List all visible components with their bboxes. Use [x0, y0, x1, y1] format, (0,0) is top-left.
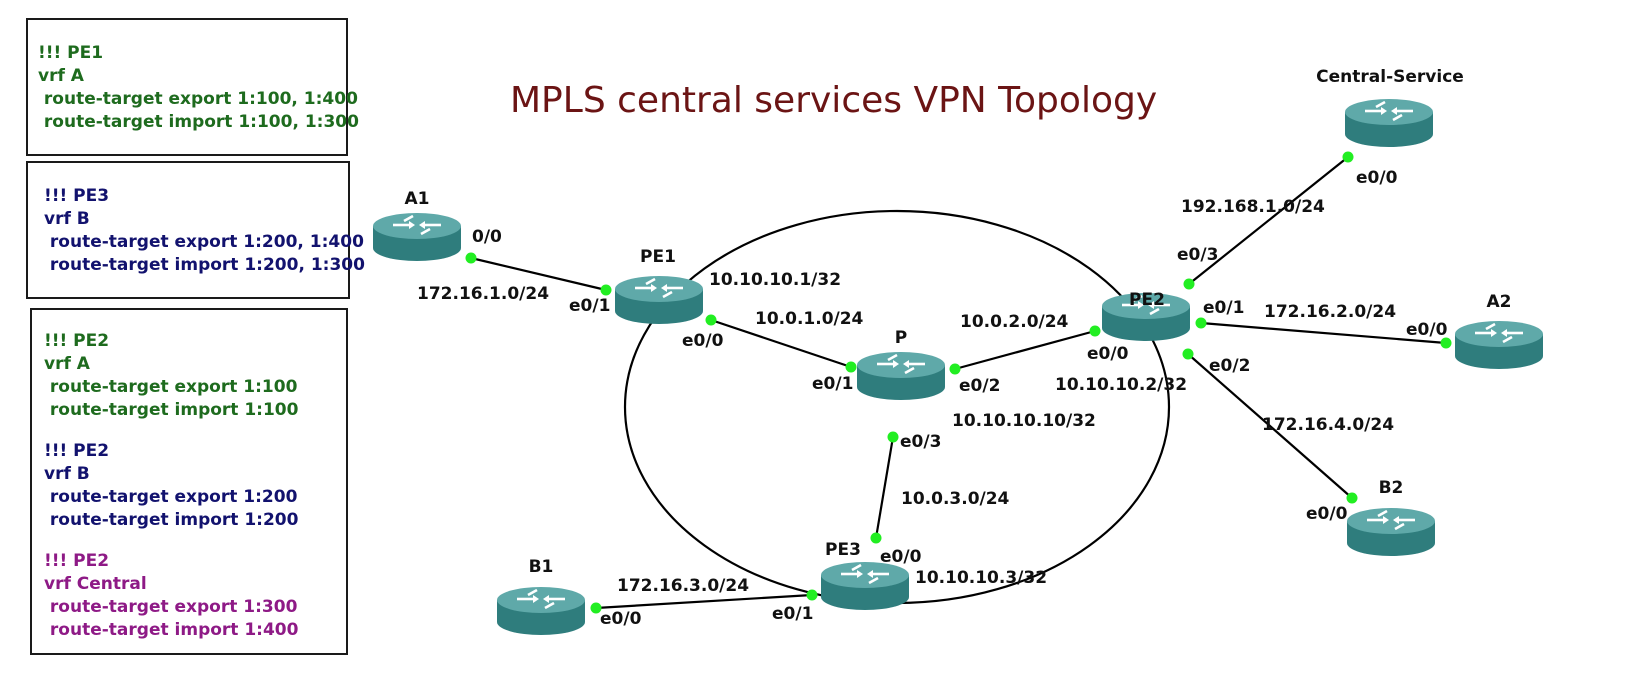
router-p-icon[interactable] [855, 350, 947, 402]
router-pe3-icon[interactable] [819, 560, 911, 612]
label-a2-e00: e0/0 [1406, 320, 1448, 340]
core-ring [623, 209, 1171, 605]
router-b1-icon[interactable] [495, 585, 587, 637]
label-net-b1-pe3: 172.16.3.0/24 [617, 576, 749, 596]
config-line: vrf Central [44, 574, 147, 594]
config-section-vrf-a: !!! PE2 vrf A route-target export 1:100 … [44, 330, 346, 422]
config-line: vrf A [44, 354, 90, 374]
port-dot [949, 363, 961, 375]
router-name-a1: A1 [405, 189, 430, 209]
label-net-pe1-p: 10.0.1.0/24 [755, 309, 864, 329]
config-line: route-target import 1:100, 1:300 [38, 112, 359, 132]
port-dot [1089, 325, 1101, 337]
router-a2-icon[interactable] [1453, 319, 1545, 371]
label-pe2-loopback: 10.10.10.2/32 [1055, 375, 1187, 395]
label-b2-e00: e0/0 [1306, 504, 1348, 524]
config-box-pe1: !!! PE1 vrf A route-target export 1:100,… [26, 18, 359, 156]
config-line: route-target import 1:400 [44, 620, 299, 640]
router-name-b2: B2 [1379, 478, 1404, 498]
router-a1-icon[interactable] [371, 211, 463, 263]
label-pe3-loopback: 10.10.10.3/32 [915, 568, 1047, 588]
config-line: route-target export 1:100 [44, 377, 298, 397]
port-dot [1440, 337, 1452, 349]
config-line: vrf B [44, 464, 90, 484]
label-pe3-e00: e0/0 [880, 547, 922, 567]
port-dot [1346, 492, 1358, 504]
config-line: !!! PE2 [44, 331, 110, 351]
router-name-a2: A2 [1487, 292, 1512, 312]
config-line: route-target export 1:100, 1:400 [38, 89, 358, 109]
router-name-pe2: PE2 [1129, 290, 1165, 310]
label-net-a1-pe1: 172.16.1.0/24 [417, 284, 549, 304]
config-line: !!! PE2 [44, 441, 110, 461]
router-central-service-icon[interactable] [1343, 97, 1435, 149]
config-line: !!! PE2 [44, 551, 110, 571]
router-pe1-icon[interactable] [613, 274, 705, 326]
config-line: !!! PE3 [44, 186, 110, 206]
port-dot [590, 602, 602, 614]
port-dot [806, 589, 818, 601]
config-line: route-target import 1:100 [44, 400, 299, 420]
link-pe2-b2 [1187, 353, 1353, 499]
router-name-central-service: Central-Service [1316, 67, 1464, 87]
config-line: !!! PE1 [38, 43, 104, 63]
config-line: route-target export 1:200 [44, 487, 298, 507]
label-net-pe2-central: 192.168.1.0/24 [1181, 197, 1325, 217]
router-b2-icon[interactable] [1345, 506, 1437, 558]
link-p-pe2 [954, 329, 1096, 371]
config-box-pe2: !!! PE2 vrf A route-target export 1:100 … [30, 308, 348, 655]
label-pe1-loopback: 10.10.10.1/32 [709, 270, 841, 290]
label-a1-if: 0/0 [472, 227, 502, 247]
link-pe2-a2 [1200, 321, 1447, 345]
label-p-loopback: 10.10.10.10/32 [952, 411, 1096, 431]
port-dot [1182, 348, 1194, 360]
port-dot [705, 314, 717, 326]
label-p-e01: e0/1 [812, 374, 853, 394]
config-line: vrf A [38, 66, 84, 86]
port-dot [1342, 151, 1354, 163]
label-b1-e00: e0/0 [600, 609, 642, 629]
label-pe1-e01: e0/1 [569, 296, 610, 316]
port-dot [1195, 317, 1207, 329]
label-net-p-pe2: 10.0.2.0/24 [960, 312, 1069, 332]
label-p-e02: e0/2 [959, 376, 1000, 396]
config-line: route-target import 1:200, 1:300 [44, 255, 365, 275]
link-p-pe3 [874, 436, 895, 539]
label-p-e03: e0/3 [900, 432, 941, 452]
label-central-e00: e0/0 [1356, 168, 1398, 188]
router-name-pe3: PE3 [825, 540, 861, 560]
config-box-pe3: !!! PE3 vrf B route-target export 1:200,… [26, 161, 365, 299]
config-line: route-target import 1:200 [44, 510, 299, 530]
router-name-b1: B1 [529, 557, 554, 577]
label-pe2-e00: e0/0 [1087, 344, 1129, 364]
config-section-vrf-b: !!! PE2 vrf B route-target export 1:200 … [44, 440, 346, 532]
port-dot [600, 284, 612, 296]
port-dot [465, 252, 477, 264]
label-net-p-pe3: 10.0.3.0/24 [901, 489, 1010, 509]
link-a1-pe1 [470, 256, 607, 292]
link-pe1-p [710, 318, 852, 369]
port-dot [870, 532, 882, 544]
port-dot [887, 431, 899, 443]
label-net-pe2-b2: 172.16.4.0/24 [1262, 415, 1394, 435]
label-net-pe2-a2: 172.16.2.0/24 [1264, 302, 1396, 322]
router-name-p: P [895, 328, 907, 348]
label-pe2-e02: e0/2 [1209, 356, 1250, 376]
config-line: vrf B [44, 209, 90, 229]
label-pe2-e01: e0/1 [1203, 298, 1244, 318]
port-dot [845, 361, 857, 373]
config-section-vrf-central: !!! PE2 vrf Central route-target export … [44, 550, 346, 642]
diagram-title: MPLS central services VPN Topology [510, 80, 1157, 121]
label-pe2-e03: e0/3 [1177, 245, 1218, 265]
router-name-pe1: PE1 [640, 247, 676, 267]
link-b1-pe3 [595, 593, 813, 610]
port-dot [1183, 278, 1195, 290]
link-pe2-central [1188, 156, 1349, 285]
label-pe3-e01: e0/1 [772, 604, 813, 624]
config-line: route-target export 1:300 [44, 597, 298, 617]
label-pe1-e00: e0/0 [682, 331, 724, 351]
